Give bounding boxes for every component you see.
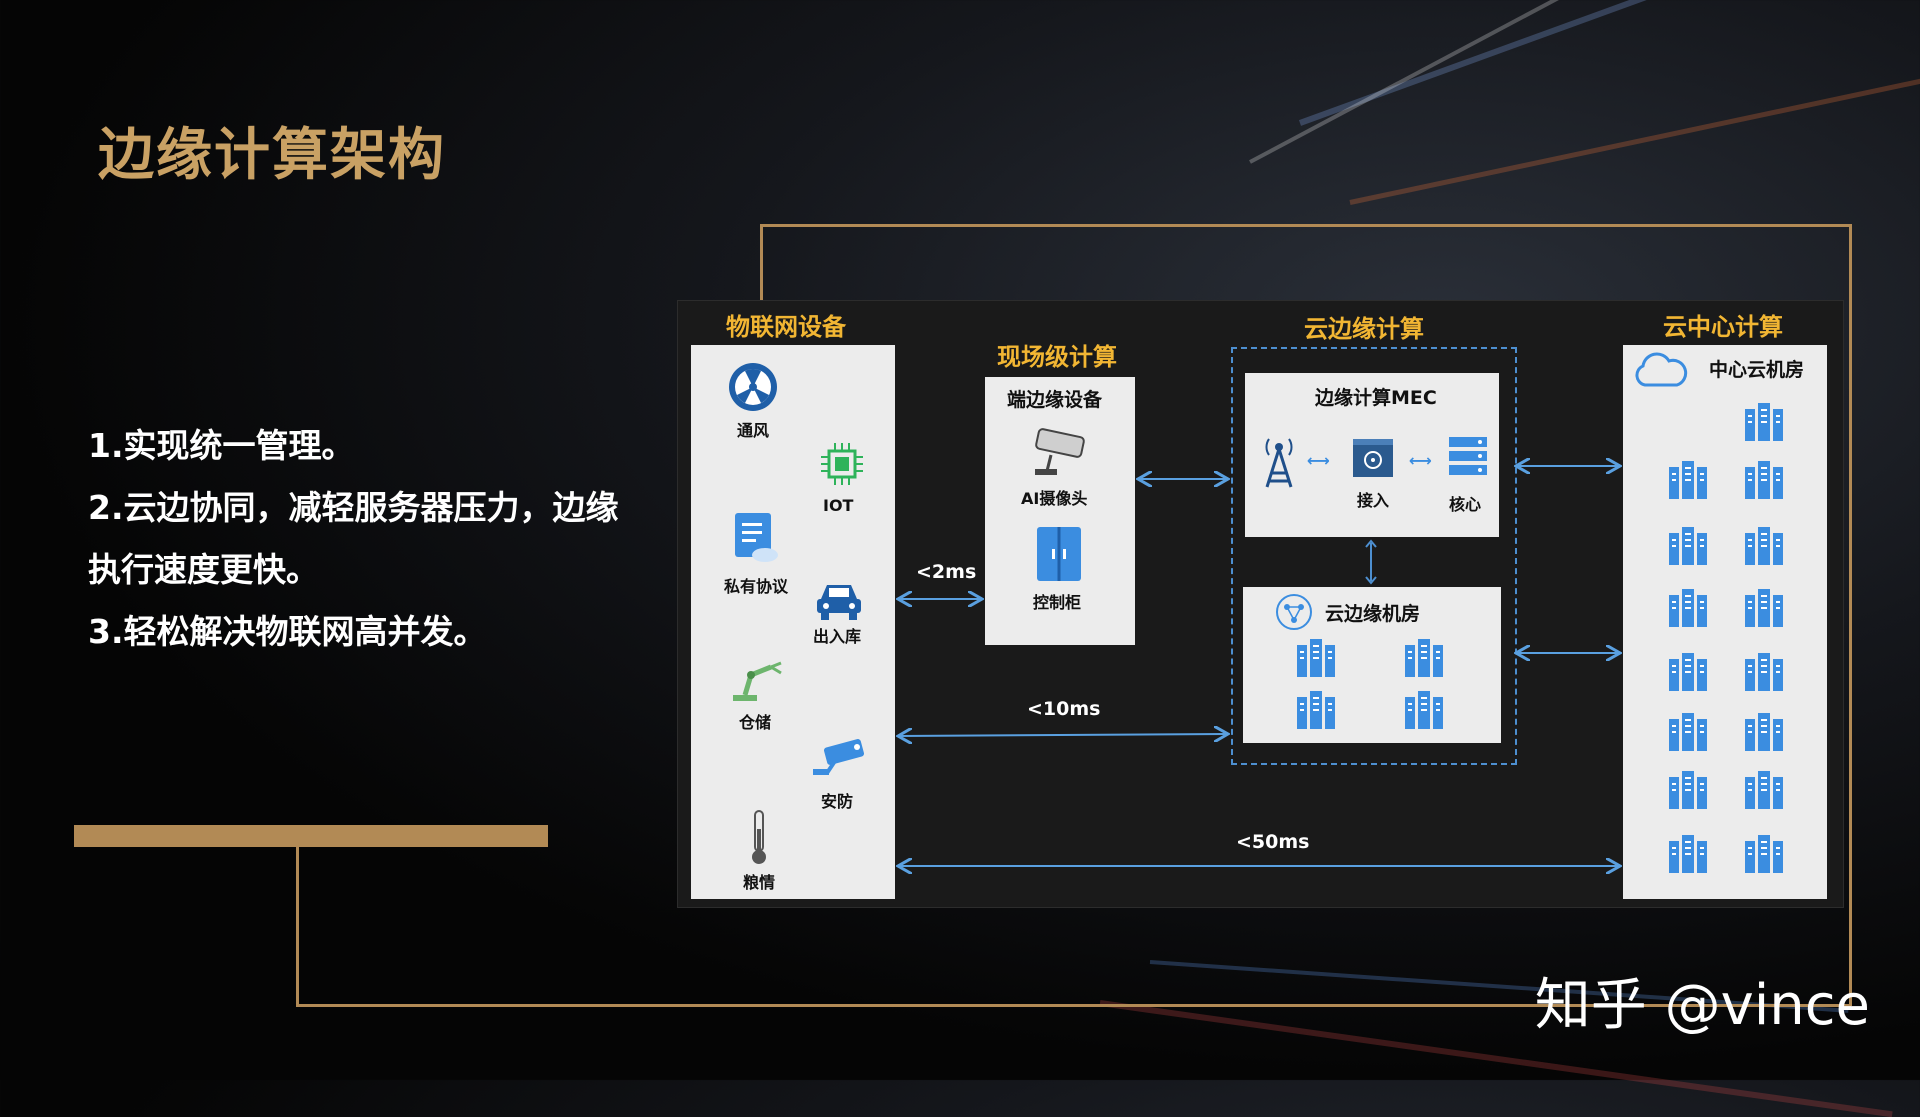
server-rack-icon (1405, 639, 1443, 677)
control-cabinet-icon (1037, 527, 1081, 581)
arrow-mec-edge-room (1365, 539, 1377, 585)
label-ventilation: 通风 (737, 421, 770, 440)
arrow-antenna-access: ⟷ (1307, 451, 1330, 470)
gold-bar (74, 825, 548, 847)
server-rack-icon (1669, 835, 1707, 873)
server-rack-icon (1297, 639, 1335, 677)
server-rack-icon (1669, 771, 1707, 809)
mec-box: 边缘计算MEC ⟷ 接入 ⟷ 核心 (1245, 373, 1499, 537)
connector-arrows (678, 301, 1843, 907)
center-cloud-title: 中心云机房 (1709, 359, 1805, 381)
label-control-cabinet: 控制柜 (1033, 593, 1082, 612)
server-rack-icon (1745, 771, 1783, 809)
server-rack-icon (1745, 403, 1783, 441)
robot-arm-icon (733, 661, 782, 701)
label-security: 安防 (821, 792, 854, 811)
ai-camera-icon (1035, 428, 1085, 475)
label-grain: 粮情 (743, 873, 776, 892)
server-rack-icon (1669, 461, 1707, 499)
gold-line-top-drop (760, 224, 763, 300)
server-rack-icon (1745, 461, 1783, 499)
point-3: 3.轻松解决物联网高并发。 (88, 612, 487, 651)
watermark: 知乎 @vince (1534, 973, 1870, 1038)
iot-devices-box: 通风 IOT 私有协议 (691, 345, 895, 899)
gold-line-top (760, 224, 1851, 227)
gold-line-right-vertical (1849, 224, 1852, 1006)
label-access: 接入 (1357, 491, 1390, 510)
latency-2ms: <2ms (916, 561, 977, 583)
label-storage: 仓储 (739, 713, 772, 732)
arrow-iot-cloud-edge (900, 734, 1226, 736)
cloud-icon (1635, 352, 1688, 387)
access-switch-icon (1353, 439, 1393, 477)
thermometer-icon (752, 810, 766, 864)
chip-icon (821, 443, 863, 485)
server-rack-icon (1745, 713, 1783, 751)
header-iot: 物联网设备 (726, 313, 846, 341)
server-rack-icon (1745, 589, 1783, 627)
server-rack-icon (1669, 589, 1707, 627)
antenna-tower-icon (1265, 438, 1293, 488)
latency-50ms: <50ms (1236, 831, 1310, 853)
label-core: 核心 (1449, 495, 1482, 514)
edge-room-title: 云边缘机房 (1325, 603, 1421, 625)
label-garage: 出入库 (813, 627, 862, 646)
cloud-edge-region (1231, 347, 1517, 765)
point-1: 1.实现统一管理。 (88, 426, 355, 465)
edge-network-icon (1276, 594, 1312, 630)
architecture-diagram: 物联网设备 现场级计算 云边缘计算 云中心计算 通风 IOT (677, 300, 1844, 908)
label-ai-camera: AI摄像头 (1021, 489, 1088, 508)
server-rack-icon (1669, 653, 1707, 691)
document-icon (735, 513, 778, 562)
field-device-box: 端边缘设备 AI摄像头 控制柜 (985, 377, 1135, 645)
key-points: 1.实现统一管理。 2.云边协同，减轻服务器压力，边缘 执行速度更快。 3.轻松… (88, 415, 668, 663)
gold-line-bottom (296, 1004, 1851, 1007)
arrow-access-core: ⟷ (1409, 451, 1432, 470)
edge-room-box: 云边缘机房 (1243, 587, 1501, 743)
point-2-cont: 执行速度更快。 (88, 550, 319, 589)
server-rack-icon (1405, 691, 1443, 729)
server-rack-icon (1745, 653, 1783, 691)
server-rack-icon (1669, 527, 1707, 565)
car-icon (817, 585, 861, 620)
point-2: 2.云边协同，减轻服务器压力，边缘 (88, 488, 619, 527)
server-rack-icon (1745, 527, 1783, 565)
field-box-title: 端边缘设备 (1007, 389, 1103, 411)
bg-streak (1349, 75, 1920, 205)
center-cloud-box: 中心云机房 (1623, 345, 1827, 899)
fan-icon (729, 363, 777, 411)
bg-streak (1298, 0, 1920, 126)
label-private-protocol: 私有协议 (724, 577, 789, 596)
header-field: 现场级计算 (997, 343, 1117, 371)
server-rack-icon (1297, 691, 1335, 729)
mec-box-title: 边缘计算MEC (1315, 387, 1437, 409)
server-rack-icon (1745, 835, 1783, 873)
header-cloud-center: 云中心计算 (1663, 313, 1783, 341)
core-server-icon (1449, 437, 1487, 475)
gold-line-left-vertical (296, 846, 299, 1006)
label-iot: IOT (823, 496, 854, 515)
page-title: 边缘计算架构 (98, 123, 446, 188)
latency-10ms: <10ms (1027, 698, 1101, 720)
header-cloud-edge: 云边缘计算 (1304, 315, 1424, 343)
security-camera-icon (813, 739, 865, 775)
server-rack-icon (1669, 713, 1707, 751)
